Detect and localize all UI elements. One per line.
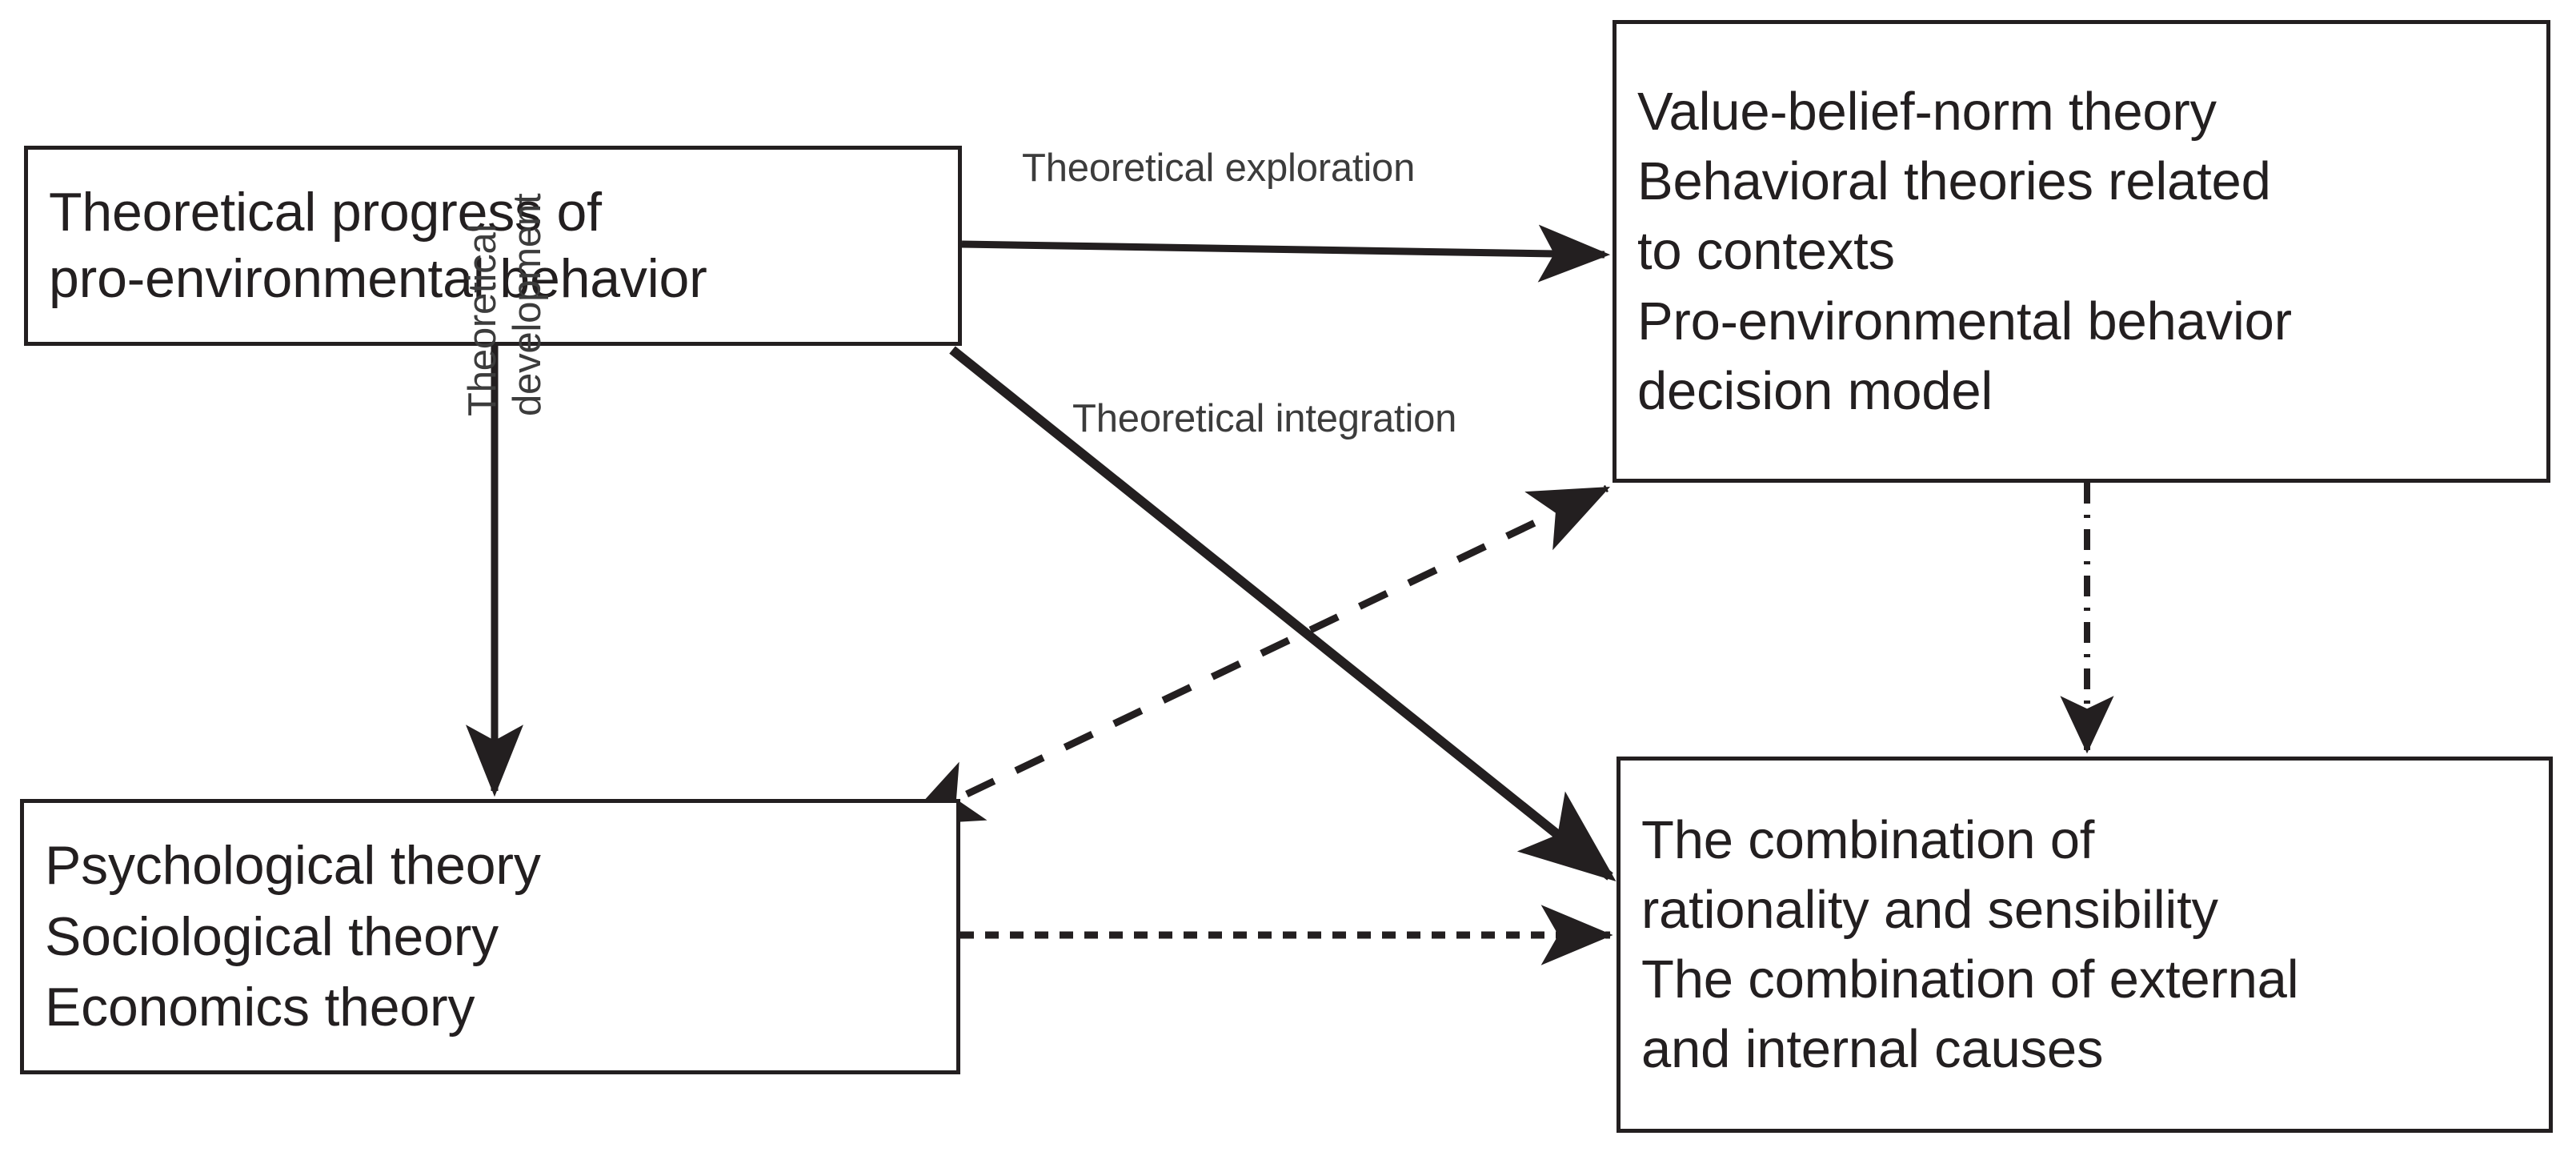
- node-theories-line-2: Behavioral theories related: [1637, 151, 2271, 212]
- edge-label-theoretical-exploration: Theoretical exploration: [1022, 147, 1416, 190]
- node-combination-line-1: The combination of: [1641, 809, 2095, 870]
- node-combination-line-4: and internal causes: [1641, 1019, 2104, 1080]
- node-disciplines[interactable]: Psychological theory Sociological theory…: [20, 799, 960, 1074]
- node-disciplines-line-2: Sociological theory: [45, 905, 499, 967]
- node-theories-line-3: to contexts: [1637, 221, 1895, 282]
- node-theories-line-1: Value-belief-norm theory: [1637, 82, 2217, 142]
- node-combination[interactable]: The combination of rationality and sensi…: [1617, 757, 2553, 1133]
- node-combination-line-3: The combination of external: [1641, 949, 2299, 1009]
- edge-label-theoretical-development: Theoretical development: [461, 193, 550, 416]
- node-theories[interactable]: Value-belief-norm theory Behavioral theo…: [1613, 20, 2550, 483]
- node-theoretical-progress-line-1: Theoretical progress of: [49, 182, 602, 243]
- node-combination-line-2: rationality and sensibility: [1641, 879, 2218, 940]
- node-theoretical-progress-line-2: pro-environmental behavior: [49, 248, 707, 309]
- edge-theoretical-exploration: [961, 224, 1611, 283]
- edge-disciplines-theories: [901, 484, 1611, 825]
- node-disciplines-line-3: Economics theory: [45, 977, 475, 1038]
- node-theories-line-4: Pro-environmental behavior: [1637, 291, 2292, 351]
- node-theoretical-progress[interactable]: Theoretical progress of pro-environmenta…: [24, 146, 962, 346]
- node-disciplines-line-1: Psychological theory: [45, 835, 541, 897]
- node-theories-line-5: decision model: [1637, 360, 1993, 421]
- edge-label-theoretical-integration: Theoretical integration: [1072, 397, 1457, 440]
